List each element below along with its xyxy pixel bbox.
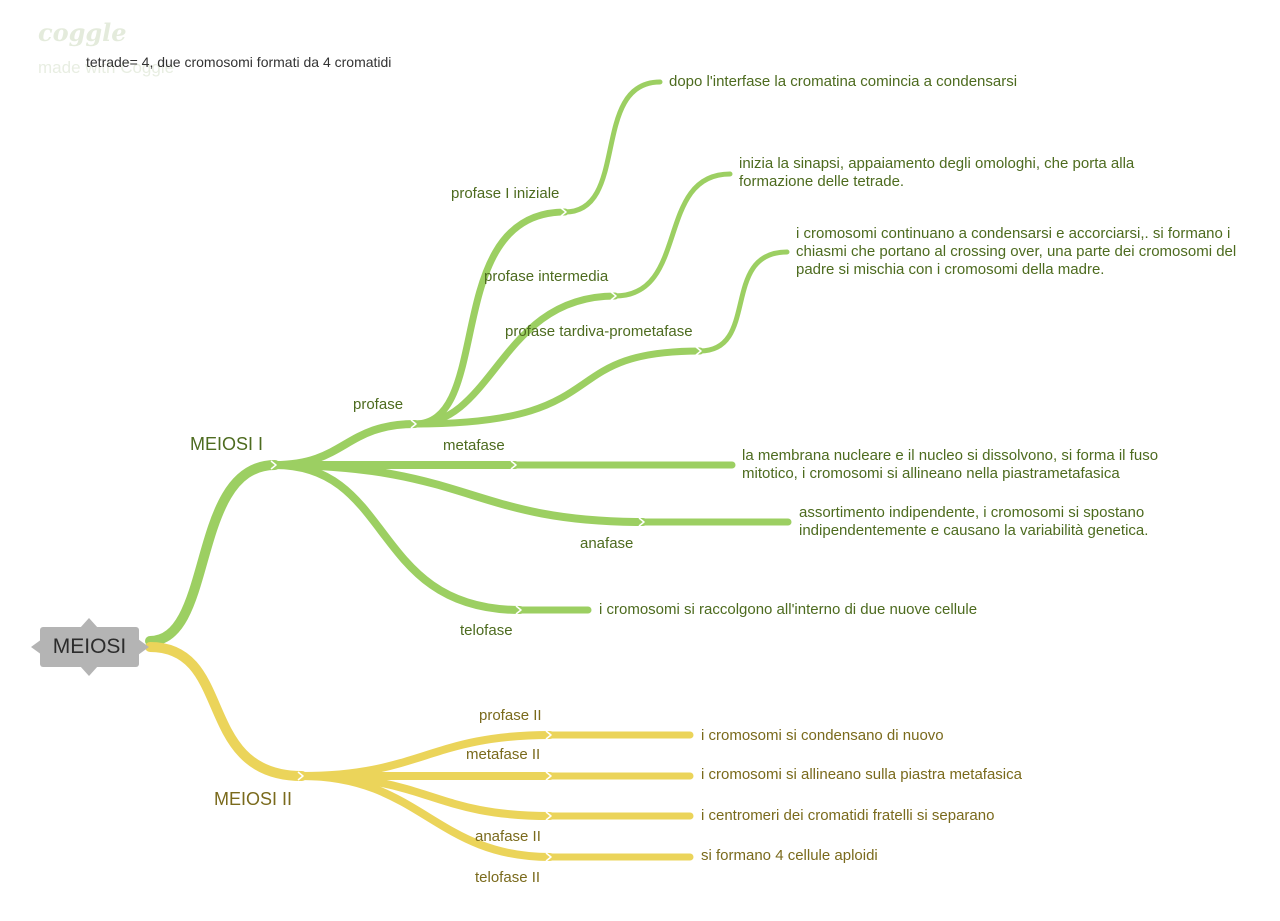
node-meiosi2[interactable]: MEIOSI II: [214, 789, 293, 809]
node-chevrons: [270, 207, 702, 862]
text-profase-iniziale[interactable]: dopo l'interfase la cromatina comincia a…: [669, 73, 1018, 90]
text-anafase2[interactable]: i centromeri dei cromatidi fratelli si s…: [701, 807, 995, 824]
branch-profase: [271, 420, 419, 469]
root-node[interactable]: MEIOSI: [40, 627, 139, 667]
made-with-text: made with Coggle: [38, 58, 175, 77]
text-telofase2[interactable]: si formano 4 cellule aploidi: [701, 847, 878, 864]
branch-meiosi1: [145, 460, 280, 646]
leaf-profase-tardiva: [697, 249, 790, 354]
node-profase-tardiva[interactable]: profase tardiva-prometafase: [505, 323, 693, 340]
branch-profase-iniziale: [411, 208, 569, 428]
node-meiosi1[interactable]: MEIOSI I: [190, 434, 264, 454]
text-metafase[interactable]: la membrana nucleare e il nucleo si diss…: [742, 447, 1159, 482]
node-metafase[interactable]: metafase: [443, 437, 505, 454]
text-anafase[interactable]: assortimento indipendente, i cromosomi s…: [799, 504, 1149, 539]
branch-profase-intermedia: [411, 292, 619, 428]
node-anafase[interactable]: anafase: [580, 535, 634, 552]
branch-anafase: [271, 461, 647, 526]
leaf-profase-intermedia: [612, 171, 733, 299]
text-profase-intermedia[interactable]: inizia la sinapsi, appaiamento degli omo…: [739, 155, 1135, 190]
text-profase2[interactable]: i cromosomi si condensano di nuovo: [701, 727, 944, 744]
node-profase2[interactable]: profase II: [479, 707, 542, 724]
coggle-logo: coggle: [38, 18, 127, 47]
node-telofase2[interactable]: telofase II: [475, 869, 541, 886]
branch-telofase: [271, 461, 524, 614]
node-profase-iniziale[interactable]: profase I iniziale: [451, 185, 560, 202]
node-profase-intermedia[interactable]: profase intermedia: [484, 268, 609, 285]
branch-meiosi2: [145, 642, 307, 781]
leaf-profase-iniziale: [562, 79, 663, 215]
root-label: MEIOSI: [52, 635, 127, 658]
tetrade-note[interactable]: tetrade= 4, due cromosomi formati da 4 c…: [86, 54, 392, 70]
node-profase[interactable]: profase: [353, 396, 404, 413]
text-telofase[interactable]: i cromosomi si raccolgono all'interno di…: [599, 601, 978, 618]
branch-telofase2: [298, 772, 554, 861]
node-anafase2[interactable]: anafase II: [475, 828, 541, 845]
text-metafase2[interactable]: i cromosomi si allineano sulla piastra m…: [701, 766, 1022, 783]
node-telofase[interactable]: telofase: [460, 622, 513, 639]
node-metafase2[interactable]: metafase II: [466, 746, 541, 763]
branch-profase-tardiva: [411, 347, 704, 428]
root-decoration: [31, 618, 149, 676]
text-profase-tardiva[interactable]: i cromosomi continuano a condensarsi e a…: [796, 225, 1237, 278]
